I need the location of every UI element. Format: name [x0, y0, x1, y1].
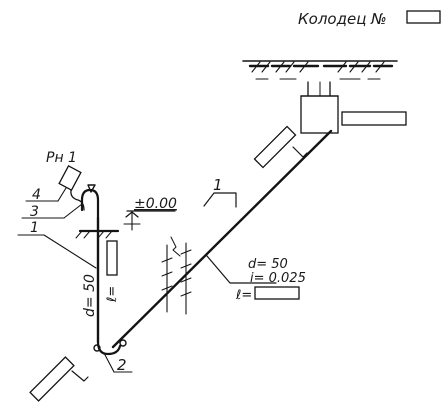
- lower-slope-tag: [29, 356, 75, 402]
- floor-hatch: [75, 230, 113, 239]
- device-box: [58, 165, 82, 191]
- well-number-box[interactable]: [406, 10, 441, 24]
- callout-2: 2: [117, 356, 127, 374]
- callout-1-left: 1: [30, 220, 39, 236]
- vertical-length-label: ℓ=: [105, 286, 120, 303]
- level-value: ±0.00: [134, 196, 177, 212]
- slope-length-box[interactable]: [254, 286, 300, 300]
- left-callouts: 4 3 1: [17, 187, 97, 269]
- device-connection: [70, 189, 85, 211]
- device-label: Рн 1: [46, 150, 77, 166]
- level-mark: ±0.00: [123, 196, 177, 231]
- gooseneck: [80, 188, 100, 220]
- slope-diameter: d= 50: [248, 257, 288, 272]
- ground-hatching: [242, 60, 398, 80]
- well-box: [300, 95, 339, 134]
- slope-length-label: ℓ=: [235, 288, 252, 303]
- callout-4: 4: [32, 187, 41, 203]
- vertical-diameter: d= 50: [82, 274, 98, 317]
- elbow-joint-right: [119, 339, 127, 347]
- well-header: Колодец №: [298, 10, 441, 28]
- slope-leader: [206, 255, 277, 284]
- elbow-joint: [93, 344, 101, 352]
- upper-tag-leader: [292, 146, 308, 158]
- callout-1-top-leader: [203, 192, 237, 208]
- pipe-elbow: [96, 340, 122, 356]
- vertical-value-box[interactable]: [106, 240, 118, 276]
- device-rn: Рн 1: [46, 150, 85, 211]
- bottom-callout: 2: [103, 352, 133, 374]
- callout-3: 3: [30, 204, 39, 220]
- pipe-break-marker: [161, 236, 192, 315]
- lower-tag-leader: [71, 370, 89, 382]
- upper-slope-tag: [253, 125, 297, 169]
- callout-1-top: 1: [213, 176, 223, 194]
- gooseneck-valve: [87, 184, 96, 193]
- slope-value: i= 0.025: [250, 271, 306, 286]
- well-label: Колодец №: [298, 10, 387, 28]
- sloped-pipe: [111, 129, 333, 349]
- well-value-box[interactable]: [341, 111, 407, 126]
- well-structure: [300, 81, 339, 134]
